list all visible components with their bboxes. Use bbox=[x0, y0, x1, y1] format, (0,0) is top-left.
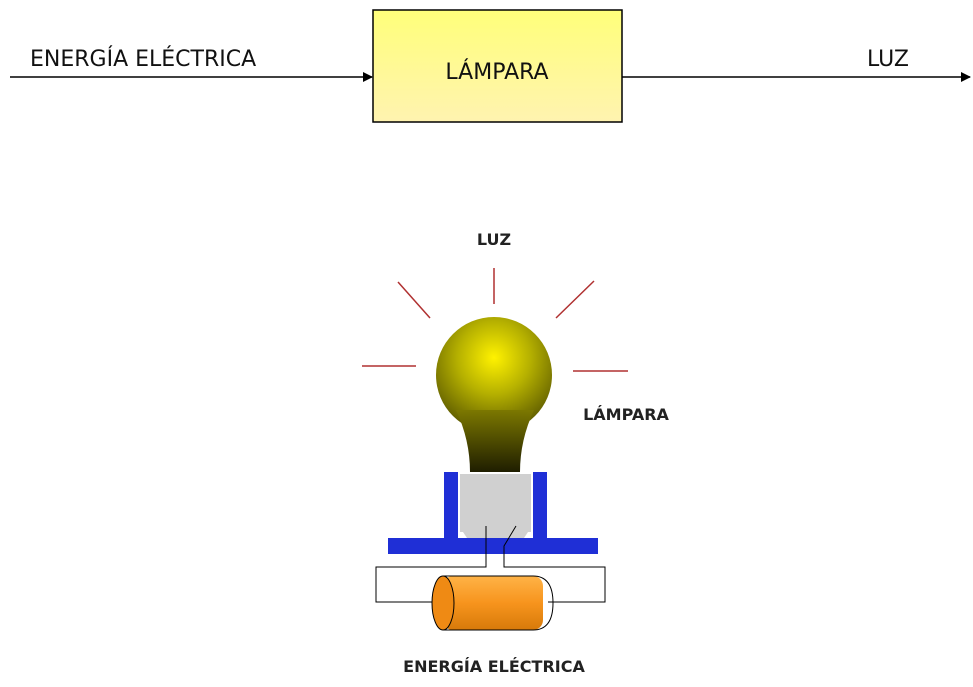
lamp-label: LÁMPARA bbox=[583, 405, 669, 424]
process-box bbox=[372, 9, 623, 123]
bulb-socket bbox=[460, 474, 531, 532]
input-label: ENERGÍA ELÉCTRICA bbox=[30, 46, 256, 72]
holder-right-post bbox=[533, 472, 547, 540]
holder-plate bbox=[388, 538, 598, 554]
bulb-icon bbox=[436, 317, 552, 472]
holder-left-post bbox=[444, 472, 458, 540]
ray-upper-right bbox=[555, 280, 595, 319]
process-label: LÁMPARA bbox=[445, 59, 548, 85]
lamp-holder bbox=[388, 472, 598, 554]
output-label: LUZ bbox=[867, 47, 909, 72]
energy-label: ENERGÍA ELÉCTRICA bbox=[403, 657, 585, 676]
battery-icon bbox=[431, 575, 554, 631]
wire-right bbox=[503, 525, 606, 603]
wire-left bbox=[375, 526, 487, 603]
light-label: LUZ bbox=[477, 230, 511, 249]
wires bbox=[375, 525, 606, 603]
ray-upper-left bbox=[397, 281, 431, 319]
light-rays bbox=[362, 268, 628, 372]
